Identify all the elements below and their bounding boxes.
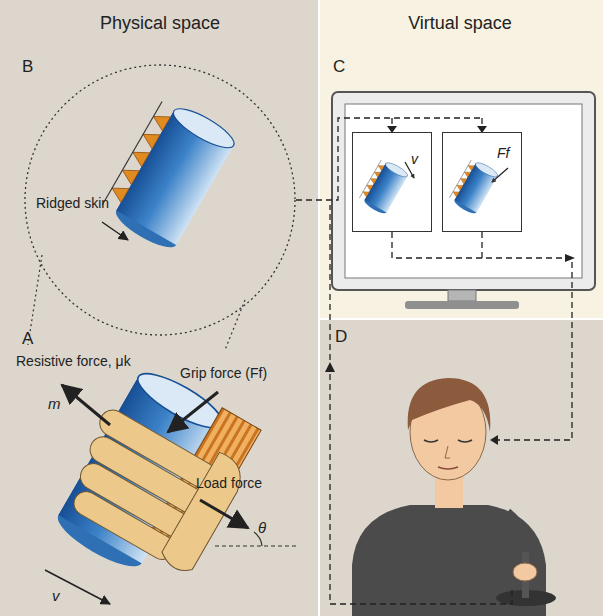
panel-heading: Virtual space	[408, 14, 512, 34]
symbol-text: Ff	[497, 145, 509, 161]
panel-letter: C	[333, 58, 345, 77]
angle-symbol: θ	[258, 520, 266, 537]
panel-letter: D	[335, 328, 347, 347]
force-label: Load force	[196, 476, 262, 491]
velocity-symbol: v	[52, 588, 60, 605]
screen-panel: v	[352, 132, 432, 232]
part-label: Ridged skin	[36, 196, 109, 211]
mass-symbol: m	[48, 396, 61, 413]
screen-panel: Ff	[442, 132, 522, 232]
panel-letter: B	[22, 58, 33, 77]
panel-letter: A	[22, 330, 33, 349]
force-label: Grip force (Ff)	[180, 366, 267, 381]
force-label: Resistive force, μk	[16, 354, 131, 369]
symbol-text: v	[411, 151, 418, 167]
panel-heading: Physical space	[100, 14, 220, 34]
